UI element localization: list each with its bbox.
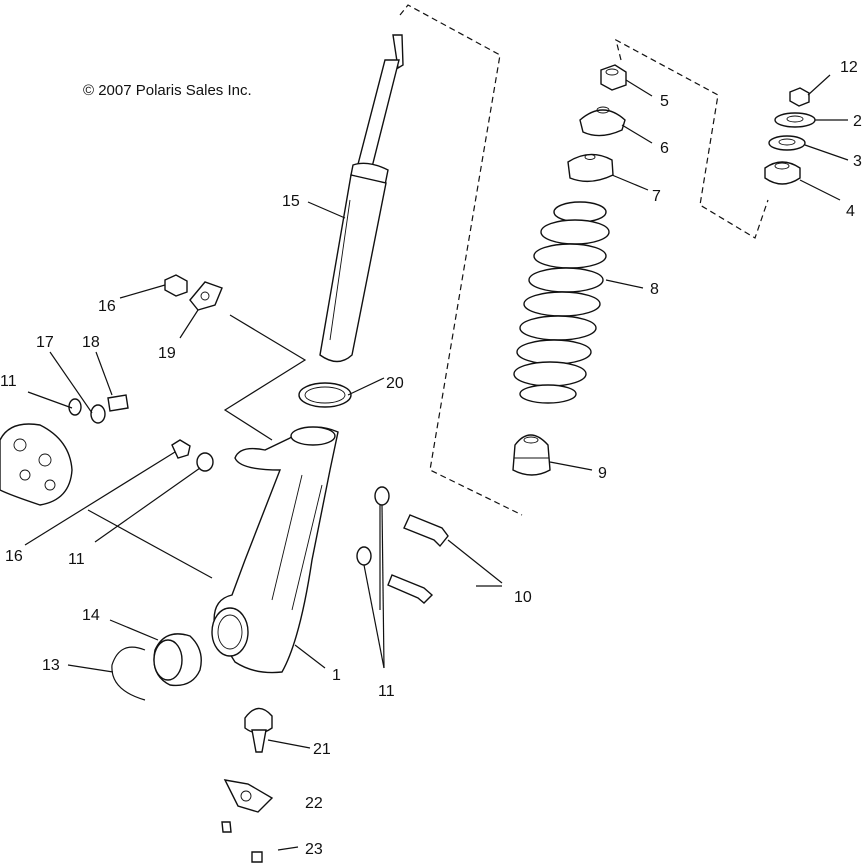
screw-part-22 xyxy=(221,821,232,833)
retainer-plate-part xyxy=(223,779,274,813)
bolt-part-18 xyxy=(107,394,129,412)
nut-part-5 xyxy=(600,64,627,91)
callout-20: 20 xyxy=(386,375,404,392)
callout-4: 4 xyxy=(846,203,855,220)
callout-labels: 12 2 3 4 5 6 7 8 9 10 11 11 11 15 16 16 … xyxy=(0,59,862,858)
callout-18: 18 xyxy=(82,334,100,351)
washer-part-11-right-bottom xyxy=(356,546,372,566)
callout-11-mid: 11 xyxy=(68,551,85,568)
strut-part xyxy=(319,34,404,363)
callout-19: 19 xyxy=(158,345,176,362)
nut-part-12 xyxy=(789,87,810,107)
callout-leaders xyxy=(24,74,849,851)
snap-ring-part-13 xyxy=(111,646,146,701)
callout-16-bottom: 16 xyxy=(5,548,23,565)
callout-9: 9 xyxy=(598,465,607,482)
washer-part-11-mid xyxy=(196,452,214,472)
bolt-part-10-bottom xyxy=(387,574,434,604)
screw-part-23 xyxy=(251,851,263,863)
bushing-part-4 xyxy=(764,161,801,185)
nut-part-16-bottom xyxy=(171,439,191,459)
callout-6: 6 xyxy=(660,140,669,157)
callout-2: 2 xyxy=(853,113,862,130)
callout-3: 3 xyxy=(853,153,862,170)
callout-10: 10 xyxy=(514,589,532,606)
callout-11-right: 11 xyxy=(378,683,395,700)
callout-16-top: 16 xyxy=(98,298,116,315)
bump-stop-part xyxy=(512,434,551,476)
callout-7: 7 xyxy=(652,188,661,205)
callout-8: 8 xyxy=(650,281,659,298)
callout-14: 14 xyxy=(82,607,100,624)
spring-retainer-part-6 xyxy=(579,106,626,137)
callout-15: 15 xyxy=(282,193,300,210)
callout-21: 21 xyxy=(313,741,331,758)
bolt-part-10-top xyxy=(403,514,449,548)
steering-knuckle-part xyxy=(211,426,339,674)
copyright-text: © 2007 Polaris Sales Inc. xyxy=(83,82,252,99)
washer-part-2 xyxy=(774,112,816,128)
coil-spring-part xyxy=(513,201,610,404)
callout-5: 5 xyxy=(660,93,669,110)
spring-seat-part-7 xyxy=(567,153,614,183)
washer-part-17 xyxy=(90,404,106,424)
callout-12: 12 xyxy=(840,59,858,76)
seal-ring-part xyxy=(298,382,352,408)
callout-23: 23 xyxy=(305,841,323,858)
assembly-leader-lines xyxy=(87,4,769,610)
brake-caliper-part xyxy=(0,423,73,506)
nut-part-16-top xyxy=(164,274,188,297)
callout-13: 13 xyxy=(42,657,60,674)
bearing-part-14 xyxy=(153,633,202,687)
ball-joint-part xyxy=(244,707,273,753)
callout-22: 22 xyxy=(305,795,323,812)
callout-11-left: 11 xyxy=(0,373,17,390)
callout-17: 17 xyxy=(36,334,54,351)
callout-1: 1 xyxy=(332,667,341,684)
bracket-part-19 xyxy=(189,281,223,311)
washer-part-3 xyxy=(768,135,806,151)
washer-part-11-right-top xyxy=(374,486,390,506)
